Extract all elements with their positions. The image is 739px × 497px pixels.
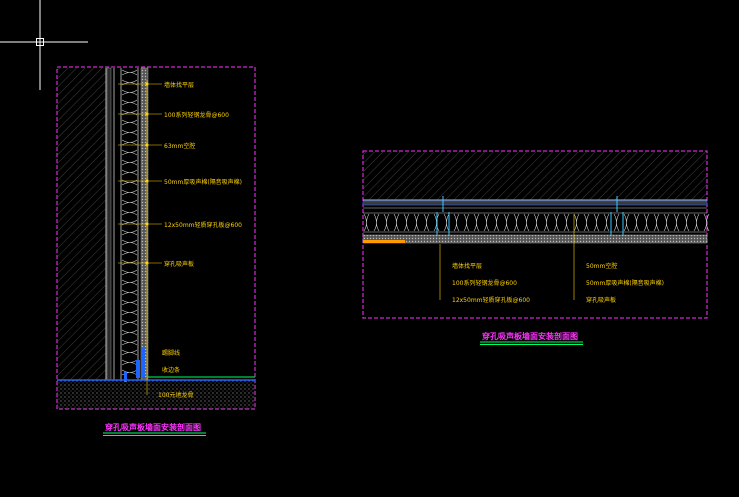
left-label-3: 50mm厚吸声棉(隔音吸声棉) xyxy=(164,178,242,186)
right-section-frame xyxy=(362,150,708,319)
right-insulation xyxy=(363,213,710,232)
right-ceiling-section[interactable]: 墙体找平层 100系列轻钢龙骨@600 12x50mm轻质穿孔板@600 50m… xyxy=(362,150,710,345)
left-label-7: 收边条 xyxy=(162,366,180,374)
crosshair-cursor-icon xyxy=(0,0,88,90)
right-slab-hatch xyxy=(363,152,707,200)
right-label-left-1: 100系列轻钢龙骨@600 xyxy=(452,279,517,287)
left-label-2: 63mm空腔 xyxy=(164,142,195,150)
left-floor-slab xyxy=(57,380,255,409)
left-wall-section[interactable]: 墙体找平层 100系列轻钢龙骨@600 63mm空腔 50mm厚吸声棉(隔音吸声… xyxy=(56,66,256,436)
right-section-title: 穿孔吸声板墙面安装剖面图 xyxy=(482,331,578,341)
left-section-title: 穿孔吸声板墙面安装剖面图 xyxy=(105,422,201,432)
right-label-right-2: 穿孔吸声板 xyxy=(586,296,616,304)
left-label-0: 墙体找平层 xyxy=(164,81,194,89)
left-label-4: 12x50mm轻质穿孔板@600 xyxy=(164,221,242,229)
right-label-right-1: 50mm厚吸声棉(隔音吸声棉) xyxy=(586,279,664,287)
left-label-6: 踢脚线 xyxy=(162,349,180,357)
right-label-left-0: 墙体找平层 xyxy=(452,262,482,270)
skirting-board xyxy=(141,347,145,377)
hanger-left xyxy=(436,196,450,236)
left-insulation xyxy=(121,69,138,376)
left-wall-hatch xyxy=(57,68,106,380)
left-label-5: 穿孔吸声板 xyxy=(164,260,194,268)
right-perforated-panel xyxy=(362,234,708,244)
right-leveling-layer xyxy=(362,200,708,206)
right-label-right-0: 50mm空腔 xyxy=(586,262,617,270)
left-leveling-layer xyxy=(106,67,112,381)
right-label-left-2: 12x50mm轻质穿孔板@600 xyxy=(452,296,530,304)
hanger-right xyxy=(610,196,624,236)
left-label-1: 100系列轻钢龙骨@600 xyxy=(164,111,229,119)
left-label-8: 100元地龙骨 xyxy=(158,391,193,399)
